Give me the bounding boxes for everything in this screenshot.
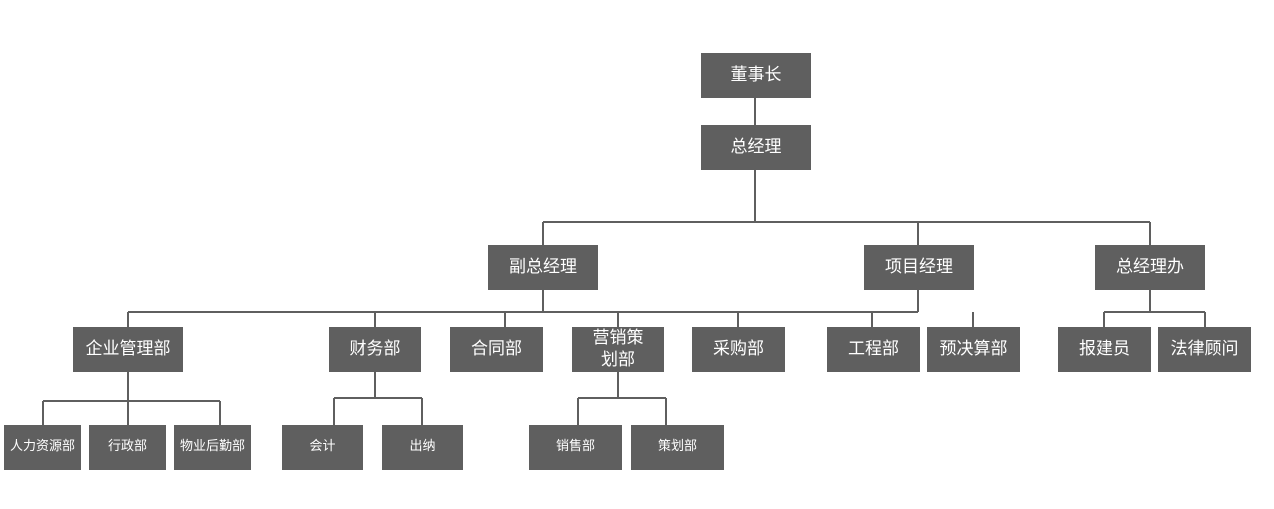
node-sales-dept: 销售部: [529, 425, 622, 470]
node-hr-dept: 人力资源部: [4, 425, 81, 470]
node-budget-settlement-dept: 预决算部: [927, 327, 1020, 372]
node-engineering-dept: 工程部: [827, 327, 920, 372]
node-enterprise-management-dept: 企业管理部: [73, 327, 183, 372]
node-admin-dept: 行政部: [89, 425, 166, 470]
node-accounting: 会计: [282, 425, 363, 470]
node-project-manager: 项目经理: [864, 245, 974, 290]
node-marketing-planning-dept: 营销策划部: [572, 327, 664, 372]
node-gm-office: 总经理办: [1095, 245, 1205, 290]
node-general-manager: 总经理: [701, 125, 811, 170]
node-legal-advisor: 法律顾问: [1158, 327, 1251, 372]
node-planning-dept: 策划部: [631, 425, 724, 470]
node-cashier: 出纳: [382, 425, 463, 470]
node-contract-dept: 合同部: [450, 327, 543, 372]
node-deputy-general-manager: 副总经理: [488, 245, 598, 290]
node-property-logistics-dept: 物业后勤部: [174, 425, 251, 470]
node-purchasing-dept: 采购部: [692, 327, 785, 372]
node-chairman: 董事长: [701, 53, 811, 98]
node-permit-officer: 报建员: [1058, 327, 1151, 372]
node-finance-dept: 财务部: [329, 327, 421, 372]
